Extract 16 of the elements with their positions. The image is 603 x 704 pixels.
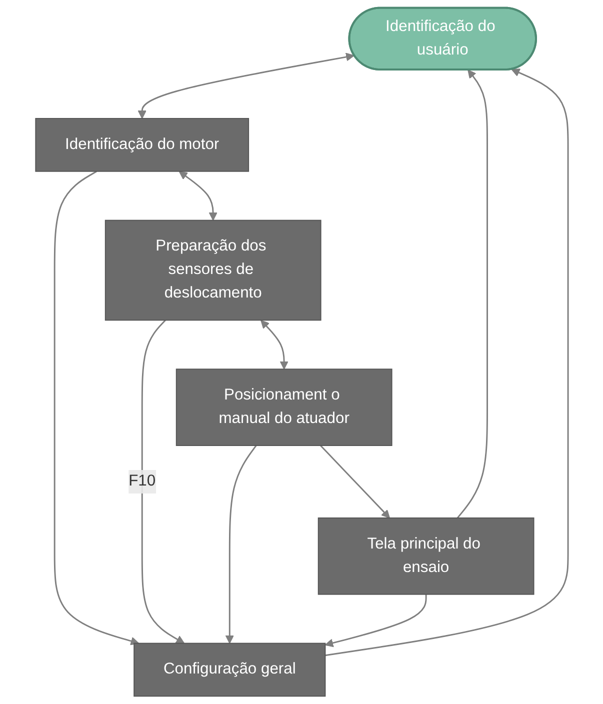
node-box: Tela principal do ensaio xyxy=(318,517,534,595)
arrow xyxy=(224,445,256,644)
node-box: Posicionament o manual do atuador xyxy=(176,368,392,446)
arrow xyxy=(324,68,568,656)
arrow xyxy=(137,52,354,119)
arrow xyxy=(53,170,139,646)
node-box: Identificação do motor xyxy=(34,118,249,172)
arrow xyxy=(260,320,288,370)
arrow xyxy=(320,445,390,518)
node-box: Preparação dos sensores de deslocamento xyxy=(104,220,321,321)
arrow xyxy=(456,70,488,518)
arrow xyxy=(324,594,426,648)
node-box: Configuração geral xyxy=(133,642,326,697)
arrow xyxy=(178,171,218,221)
edge-label: F10 xyxy=(128,472,156,490)
arrow xyxy=(141,320,184,644)
